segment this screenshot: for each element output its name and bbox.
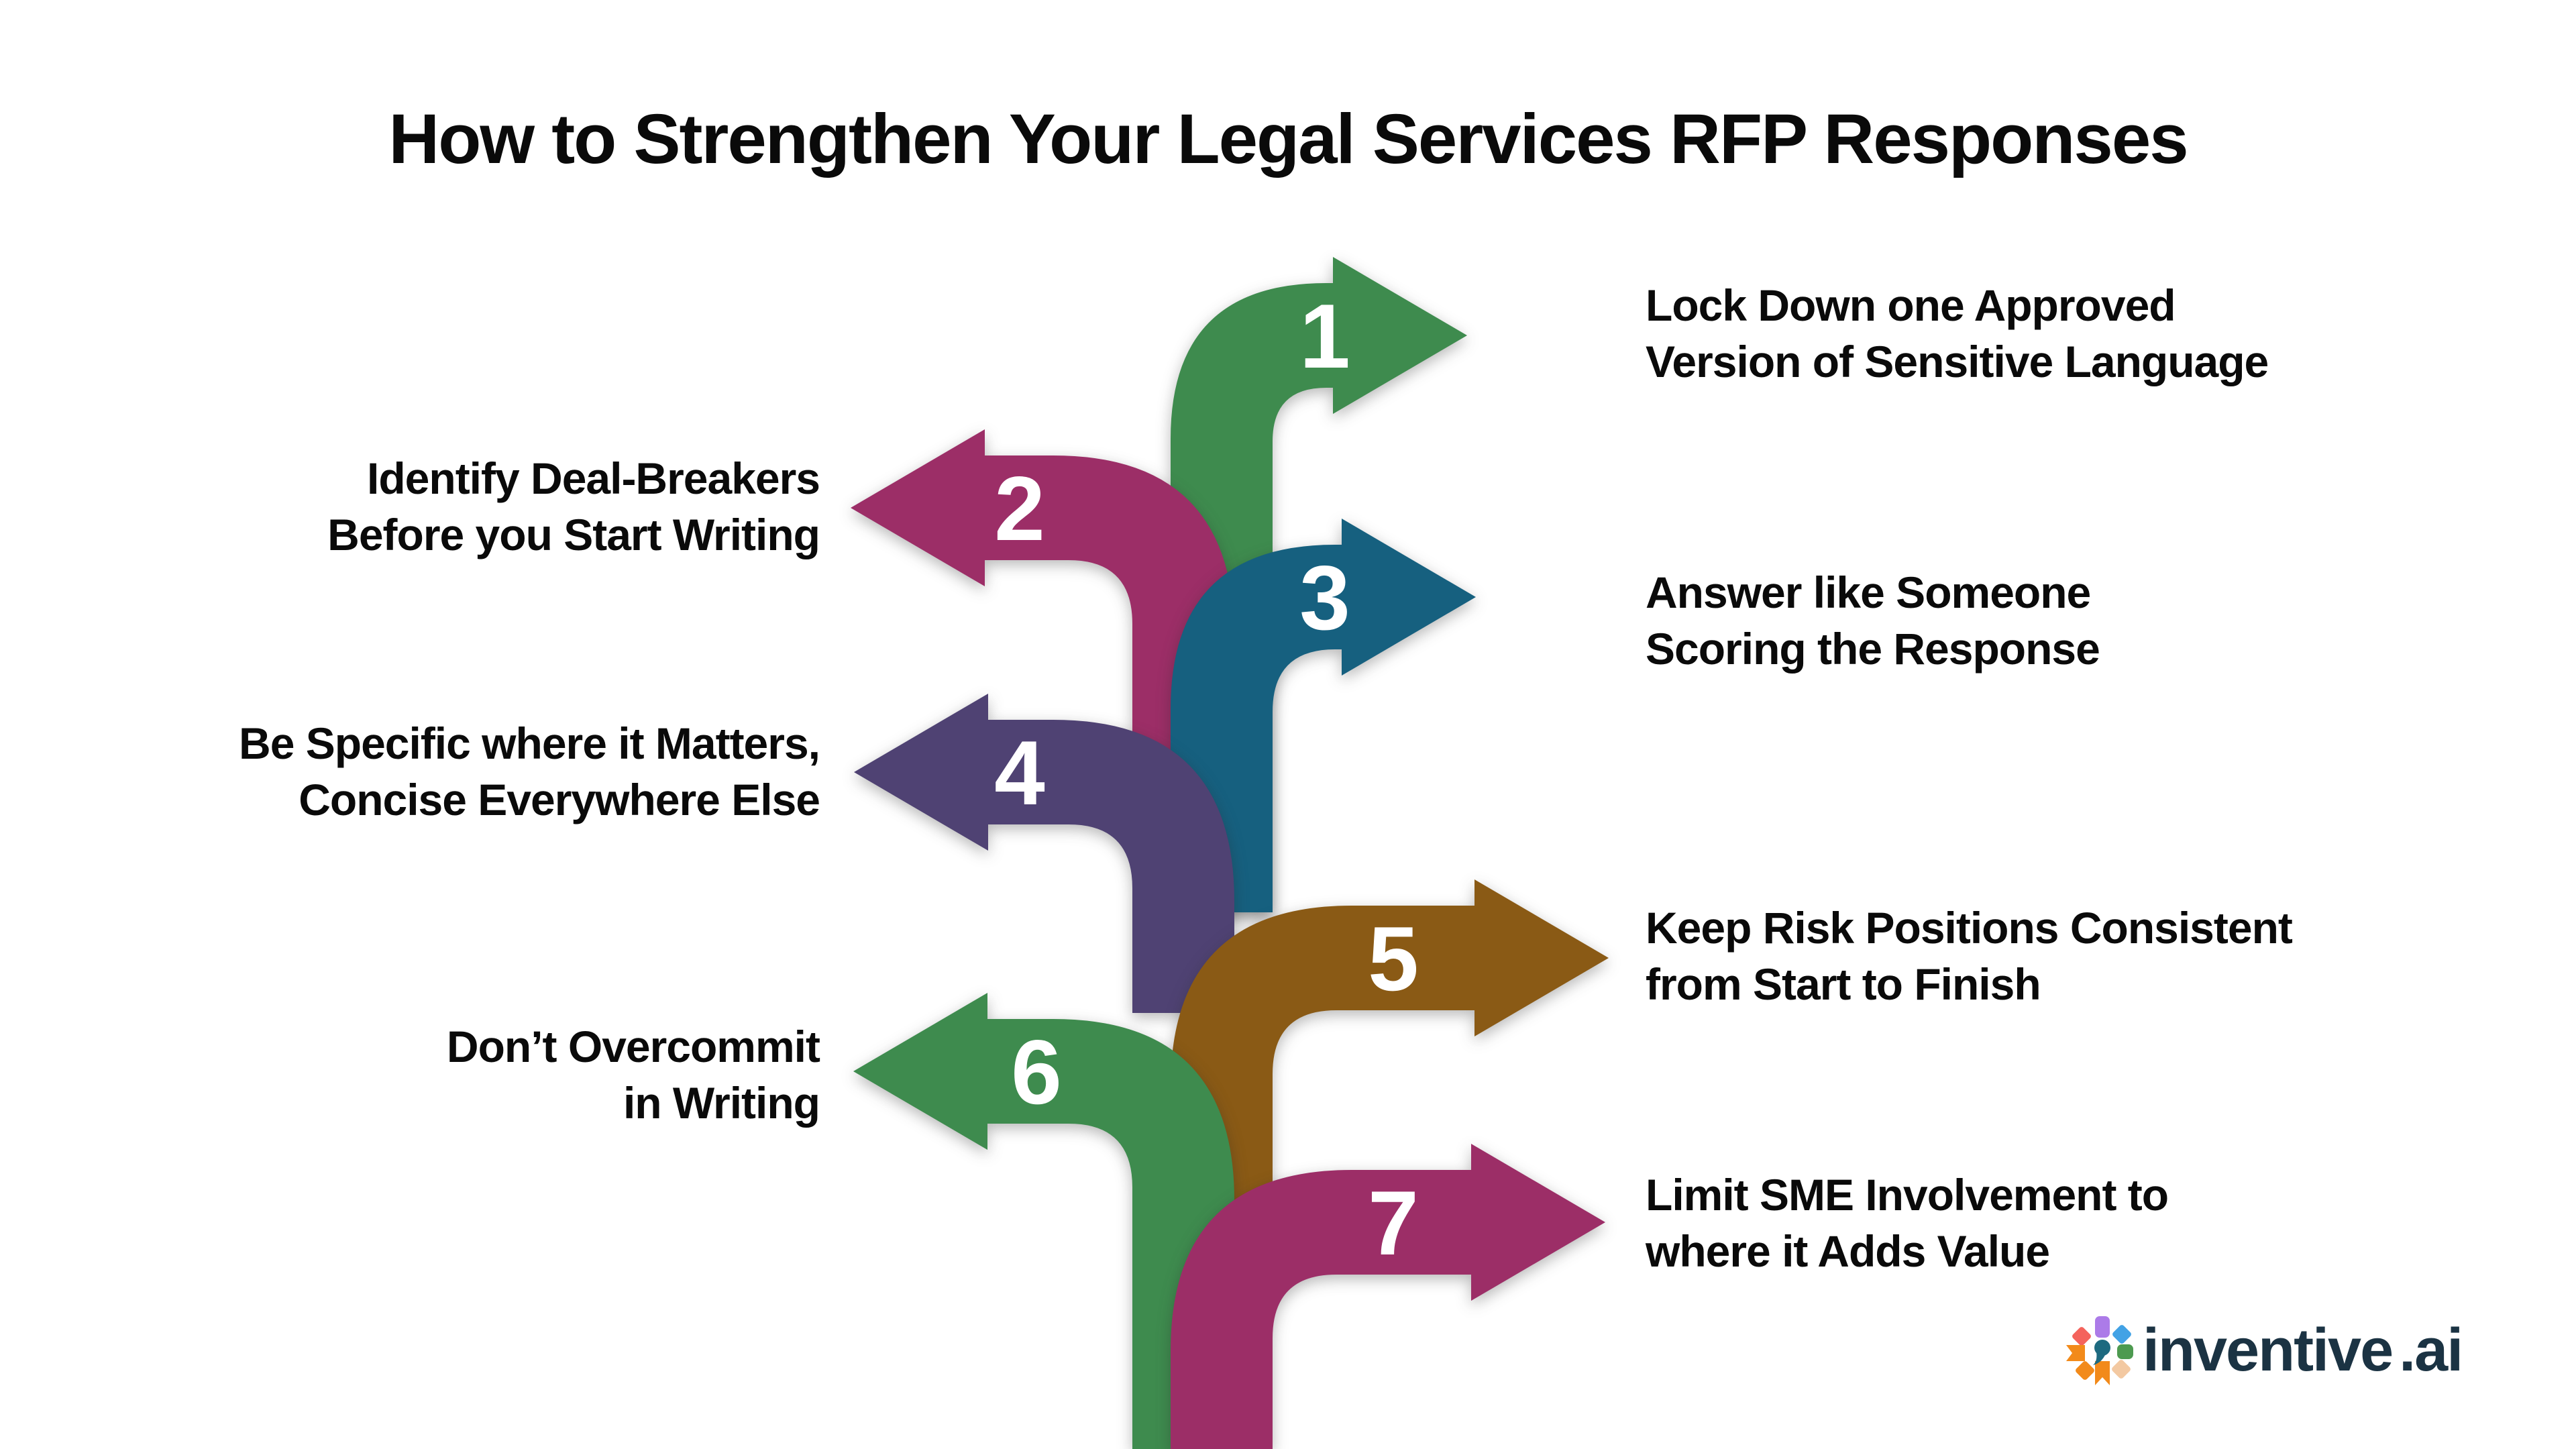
step-label-4: Be Specific where it Matters, Concise Ev… bbox=[239, 718, 820, 824]
logo-wordmark: inventive bbox=[2143, 1317, 2394, 1384]
logo-comma-tail bbox=[2093, 1352, 2105, 1365]
logo-comma-icon bbox=[2094, 1340, 2110, 1356]
logo-left-ribbon bbox=[2066, 1345, 2085, 1361]
logo-blue-diamond bbox=[2112, 1325, 2131, 1344]
step-label-1: Lock Down one Approved Version of Sensit… bbox=[1646, 280, 2269, 386]
page-title: How to Strengthen Your Legal Services RF… bbox=[388, 100, 2188, 178]
inventive-logo-icon bbox=[2066, 1316, 2133, 1385]
inventive-ai-logo: inventive .ai bbox=[2066, 1311, 2463, 1387]
step-number-1: 1 bbox=[1299, 285, 1350, 387]
step-number-7: 7 bbox=[1368, 1172, 1419, 1274]
logo-purple-shape bbox=[2095, 1316, 2110, 1338]
step-label-3: Answer like Someone Scoring the Response bbox=[1646, 568, 2100, 674]
step-label-6: Don’t Overcommit in Writing bbox=[446, 1022, 820, 1128]
arrow-step-3 bbox=[1171, 519, 1476, 912]
logo-green-shape bbox=[2117, 1344, 2133, 1359]
logo-orange-diamond bbox=[2076, 1361, 2094, 1380]
logo-peach-diamond bbox=[2112, 1360, 2131, 1379]
step-label-2: Identify Deal-Breakers Before you Start … bbox=[327, 453, 820, 559]
step-number-4: 4 bbox=[994, 722, 1045, 824]
step-label-7: Limit SME Involvement to where it Adds V… bbox=[1646, 1170, 2169, 1276]
step-label-5: Keep Risk Positions Consistent from Star… bbox=[1646, 903, 2293, 1009]
arrow-step-7 bbox=[1171, 1144, 1605, 1449]
step-number-6: 6 bbox=[1011, 1021, 1062, 1123]
arrow-step-5 bbox=[1171, 879, 1609, 1281]
step-number-3: 3 bbox=[1299, 547, 1350, 649]
arrow-step-6 bbox=[853, 993, 1234, 1449]
logo-red-diamond bbox=[2072, 1327, 2091, 1346]
logo-bottom-ribbon bbox=[2095, 1361, 2110, 1385]
logo-suffix: .ai bbox=[2399, 1317, 2463, 1384]
step-number-5: 5 bbox=[1368, 908, 1419, 1010]
step-number-2: 2 bbox=[994, 458, 1045, 559]
arrow-step-4 bbox=[854, 694, 1234, 1013]
